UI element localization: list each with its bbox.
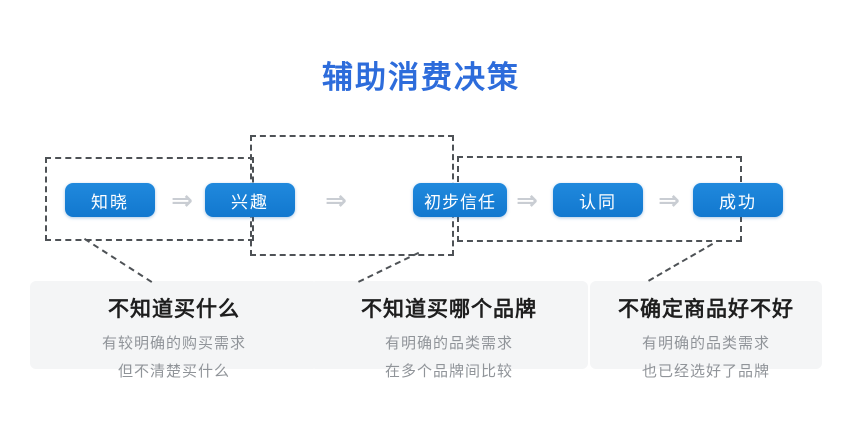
connector-line-2 — [358, 251, 420, 283]
panel-line: 在多个品牌间比较 — [384, 363, 513, 380]
page-title: 辅助消费决策 — [322, 60, 520, 95]
panel-line: 有较明确的购买需求 — [101, 335, 246, 352]
connector-line-1 — [83, 238, 153, 283]
panel-dont-know-which-brand: 不知道买哪个品牌 有明确的品类需求 在多个品牌间比较 — [310, 281, 588, 380]
panel-unsure-product-quality: 不确定商品好不好 有明确的品类需求 也已经选好了品牌 — [590, 281, 822, 380]
flow-arrow-icon: ⇒ — [171, 185, 193, 215]
stage-label: 认同 — [579, 192, 617, 212]
flow-arrow-icon: ⇒ — [658, 185, 680, 215]
panel-title: 不知道买哪个品牌 — [361, 298, 537, 321]
stage-label: 初步信任 — [424, 192, 496, 212]
stage-pill-success: 成功 — [693, 183, 783, 217]
stage-pill-interest: 兴趣 — [205, 183, 295, 217]
flow-arrow-icon: ⇒ — [516, 185, 538, 215]
stage-pill-awareness: 知晓 — [65, 183, 155, 217]
flow-arrow-icon: ⇒ — [325, 185, 347, 215]
panel-title: 不确定商品好不好 — [618, 298, 794, 321]
panel-line: 也已经选好了品牌 — [641, 363, 770, 380]
stage-label: 知晓 — [91, 192, 129, 212]
stage-label: 兴趣 — [231, 192, 269, 212]
panel-dont-know-what-to-buy: 不知道买什么 有较明确的购买需求 但不清楚买什么 — [30, 281, 318, 380]
stage-label: 成功 — [719, 192, 757, 212]
panel-line: 有明确的品类需求 — [384, 335, 513, 352]
connector-line-3 — [648, 243, 714, 282]
panel-line: 但不清楚买什么 — [117, 363, 230, 380]
panel-title: 不知道买什么 — [108, 298, 240, 321]
stage-pill-initial-trust: 初步信任 — [413, 183, 507, 217]
panel-line: 有明确的品类需求 — [641, 335, 770, 352]
stage-pill-agreement: 认同 — [553, 183, 643, 217]
